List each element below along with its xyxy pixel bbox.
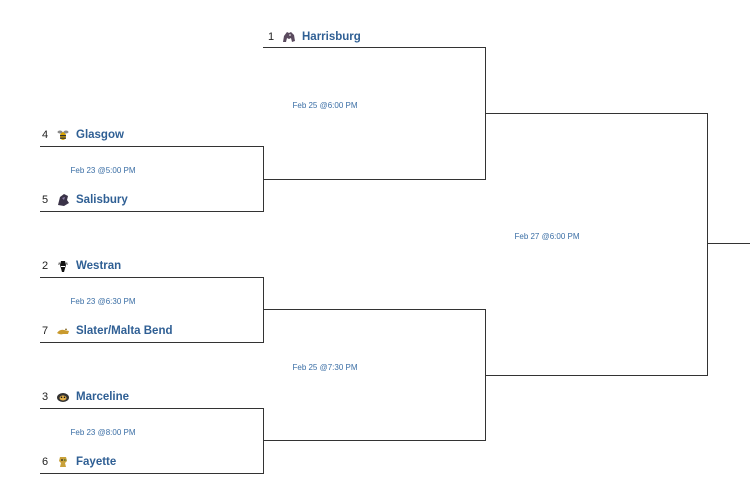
bracket-line — [707, 113, 708, 376]
team-name[interactable]: Harrisburg — [302, 31, 361, 43]
team-seed: 7 — [42, 325, 49, 337]
bracket-line — [40, 277, 263, 278]
bracket-line — [485, 375, 707, 376]
game-time-round1-game3[interactable]: Feb 23 @8:00 PM — [70, 428, 136, 437]
game-time-round1-game1[interactable]: Feb 23 @5:00 PM — [70, 166, 136, 175]
team-name[interactable]: Marceline — [76, 391, 130, 403]
game-time-final[interactable]: Feb 27 @6:00 PM — [514, 232, 580, 241]
team-marceline[interactable]: 3 Marceline — [42, 388, 129, 406]
bracket-line — [485, 113, 707, 114]
game-time-semifinal-2[interactable]: Feb 25 @7:30 PM — [292, 363, 358, 372]
team-seed: 2 — [42, 260, 49, 272]
team-seed: 3 — [42, 391, 49, 403]
bracket-line — [263, 309, 485, 310]
bracket-line — [40, 408, 263, 409]
team-salisbury[interactable]: 5 Salisbury — [42, 191, 128, 209]
hornet-icon — [56, 259, 70, 273]
yellow-jacket-icon — [56, 128, 70, 142]
team-glasgow[interactable]: 4 Glasgow — [42, 126, 124, 144]
panther-icon — [56, 193, 70, 207]
team-name[interactable]: Fayette — [76, 456, 117, 468]
bracket-line — [263, 408, 264, 474]
bracket-line — [40, 473, 263, 474]
team-seed: 5 — [42, 194, 49, 206]
team-slater-malta-bend[interactable]: 7 Slater/Malta Bend — [42, 322, 173, 340]
team-seed: 6 — [42, 456, 49, 468]
bracket-line — [707, 243, 750, 244]
team-name[interactable]: Salisbury — [76, 194, 128, 206]
horse-head-icon — [282, 30, 296, 44]
team-harrisburg[interactable]: 1 Harrisburg — [268, 28, 361, 46]
team-name[interactable]: Slater/Malta Bend — [76, 325, 173, 337]
bracket-line — [40, 211, 263, 212]
game-time-semifinal-1[interactable]: Feb 25 @6:00 PM — [292, 101, 358, 110]
bracket-line — [263, 277, 264, 343]
team-westran[interactable]: 2 Westran — [42, 257, 121, 275]
wildcat-icon — [56, 324, 70, 338]
bracket-line — [263, 179, 485, 180]
team-seed: 4 — [42, 129, 49, 141]
team-name[interactable]: Westran — [76, 260, 122, 272]
bracket-line — [40, 342, 263, 343]
bracket-line — [263, 47, 485, 48]
bracket-line — [263, 440, 485, 441]
tiger-icon — [56, 390, 70, 404]
team-name[interactable]: Glasgow — [76, 129, 124, 141]
bracket-line — [40, 146, 263, 147]
team-fayette[interactable]: 6 Fayette — [42, 453, 116, 471]
game-time-round1-game2[interactable]: Feb 23 @6:30 PM — [70, 297, 136, 306]
team-seed: 1 — [268, 31, 275, 43]
falcon-icon — [56, 455, 70, 469]
